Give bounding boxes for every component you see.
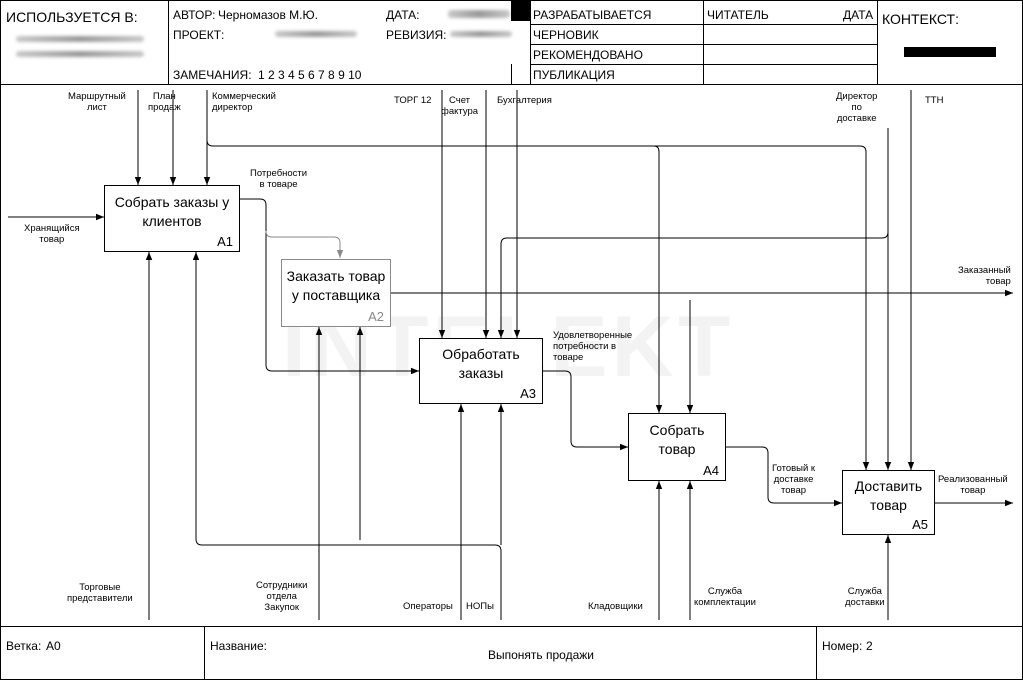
label-invoice: Счет фактура [441,95,479,117]
redacted-project [275,31,357,37]
label-ordered-goods: Заказанный товар [958,265,1011,287]
block-a4[interactable]: Собрать товар A4 [628,413,726,481]
date-label: ДАТА: [386,8,420,22]
label-satisfied-needs: Удовлетворенные потребности в товаре [553,330,633,363]
reader-date-label: ДАТА [843,8,874,22]
block-a5[interactable]: Доставить товар A5 [842,470,935,535]
author-value: Черномазов М.Ю. [218,8,318,22]
label-route-list: Маршрутный лист [68,91,126,113]
block-a4-number: A4 [703,463,719,478]
label-nops: НОПы [466,601,494,612]
block-a3[interactable]: Обработать заказы A3 [419,338,543,404]
label-assembly-service: Служба комплектации [694,586,756,608]
arrow-needs-to-a2 [265,230,344,258]
arrow-feedback-a1 [192,252,502,620]
branch-value: A0 [46,639,61,653]
arrow-to-a4-control [517,145,663,413]
arrow-ready-for-delivery [726,446,842,507]
status-publication: ПУБЛИКАЦИЯ [533,68,615,82]
number-label: Номер: [822,639,863,653]
block-a4-title: Собрать товар [649,422,705,457]
reader-label: ЧИТАТЕЛЬ [707,8,769,22]
context-label: КОНТЕКСТ: [882,11,959,27]
notes-numbers: 1 2 3 4 5 6 7 8 9 10 [258,68,362,82]
number-value: 2 [866,639,873,653]
name-value: Выпонять продажи [488,648,594,662]
label-operators: Операторы [403,601,453,612]
block-a1-number: A1 [217,234,233,249]
redacted-date-block [511,1,530,21]
branch-label: Ветка: [6,639,42,653]
label-delivery-service: Служба доставки [845,586,885,608]
block-a1[interactable]: Собрать заказы у клиентов A1 [104,185,240,252]
block-a2-title: Заказать товар у поставщика [286,268,386,303]
context-bar [904,47,996,57]
block-a2[interactable]: Заказать товар у поставщика A2 [281,259,391,327]
arrow-commercial-director-a5 [206,139,870,470]
label-sales-reps: Торговые представители [67,582,133,604]
label-sales-plan: План продаж [148,91,181,113]
label-product-needs: Потребности в товаре [250,168,308,190]
name-label: Название: [210,639,267,653]
redacted-used-in-2 [16,51,144,57]
block-a3-title: Обработать заказы [442,346,520,381]
block-a5-title: Доставить товар [854,477,923,513]
author-label: АВТОР: [173,8,216,22]
label-ready-for-delivery: Готовый к доставке товар [772,463,816,496]
block-a3-number: A3 [520,386,536,401]
arrow-delivery-director-a3 [497,231,889,338]
redacted-used-in-1 [16,36,144,42]
notes-label: ЗАМЕЧАНИЯ: [173,68,252,82]
label-sold-goods: Реализованный товар [938,474,1008,496]
label-delivery-director: Директор по доставке [836,91,878,124]
label-commercial-director: Коммерческий директор [212,91,276,113]
redacted-revision [450,31,512,37]
status-developing: РАЗРАБАТЫВАЕТСЯ [533,8,652,22]
status-draft: ЧЕРНОВИК [533,28,599,42]
label-torg12: ТОРГ 12 [394,95,432,106]
block-a5-number: A5 [912,517,928,532]
block-a1-title: Собрать заказы у клиентов [114,193,230,229]
arrow-product-needs [240,198,419,375]
block-a2-number: A2 [368,309,384,324]
arrow-satisfied-needs [543,370,628,451]
label-ttn: ТТН [925,95,944,106]
redacted-date [448,10,510,18]
label-storekeepers: Кладовщики [588,601,643,612]
label-purchasing-staff: Сотрудники отдела Закупок [256,580,308,613]
revision-label: РЕВИЗИЯ: [386,28,447,42]
label-stored-goods: Хранящийся товар [24,223,80,245]
status-recommended: РЕКОМЕНДОВАНО [533,48,643,62]
label-accounting: Бухгалтерия [497,95,552,106]
used-in-label: ИСПОЛЬЗУЕТСЯ В: [6,9,138,25]
project-label: ПРОЕКТ: [173,28,225,42]
